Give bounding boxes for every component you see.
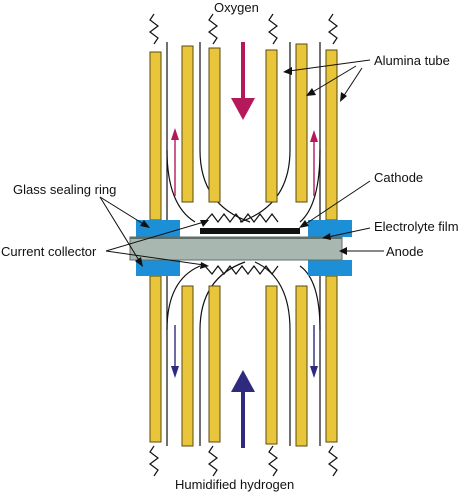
zigzag-icon xyxy=(204,213,279,223)
tube-upper-2 xyxy=(181,45,194,203)
cathode-layer xyxy=(200,228,300,234)
hydrogen-outlet-arrows xyxy=(171,325,318,378)
zigzag-icon xyxy=(328,445,338,477)
zigzag-icon xyxy=(268,445,278,477)
alumina-tubes xyxy=(149,43,338,447)
wire-lower-right xyxy=(254,261,291,446)
label-current-collector: Current collector xyxy=(1,244,97,259)
tube-lower-4 xyxy=(265,285,278,445)
arrow-icon xyxy=(310,366,318,378)
zigzag-icon xyxy=(328,13,338,45)
tube-upper-5 xyxy=(295,43,308,203)
spring-wires xyxy=(149,13,338,477)
tube-lower-6 xyxy=(325,275,338,443)
label-electrolyte-film: Electrolyte film xyxy=(374,219,459,234)
arrow-icon xyxy=(310,130,318,142)
wire-collector-left-down xyxy=(166,265,201,331)
hydrogen-inlet-arrow xyxy=(231,370,255,448)
arrow-icon xyxy=(231,98,255,120)
label-oxygen: Oxygen xyxy=(214,0,259,15)
arrow-icon xyxy=(231,370,255,392)
tube-lower-5 xyxy=(295,285,308,447)
zigzag-icon xyxy=(149,445,159,477)
arrow-icon xyxy=(171,128,179,140)
wire-collector-right-up xyxy=(299,149,321,223)
leader-lines xyxy=(99,59,384,269)
zigzag-icon xyxy=(149,13,159,45)
tube-upper-4 xyxy=(265,49,278,203)
tube-upper-3 xyxy=(208,47,221,203)
seal-lower-left xyxy=(136,260,180,276)
glass-sealing-rings xyxy=(136,220,352,276)
label-anode: Anode xyxy=(386,244,424,259)
oxygen-outlet-arrows xyxy=(171,128,318,196)
label-humidified-hydrogen: Humidified hydrogen xyxy=(175,477,294,492)
tube-lower-3 xyxy=(208,285,221,443)
tube-lower-1 xyxy=(149,275,162,443)
tube-upper-1 xyxy=(149,51,162,221)
label-cathode: Cathode xyxy=(374,170,423,185)
zigzag-icon xyxy=(208,13,218,45)
label-alumina-tube: Alumina tube xyxy=(374,53,450,68)
electrolyte-anode-block xyxy=(129,236,343,261)
zigzag-icon xyxy=(268,13,278,45)
wire-collector-right-down xyxy=(299,265,321,331)
zigzag-icon xyxy=(208,445,218,477)
wire-upper-right xyxy=(239,42,291,223)
tube-upper-6 xyxy=(325,49,338,221)
zigzag-icon xyxy=(204,265,279,275)
wire-collector-left-up xyxy=(166,149,196,223)
arrow-icon xyxy=(171,366,179,378)
label-glass-sealing-ring: Glass sealing ring xyxy=(13,182,116,197)
oxygen-inlet-arrow xyxy=(231,42,255,120)
seal-lower-right xyxy=(308,260,352,276)
tube-lower-2 xyxy=(181,285,194,447)
seal-upper-right xyxy=(308,220,352,237)
wire-lower-left xyxy=(199,261,246,446)
